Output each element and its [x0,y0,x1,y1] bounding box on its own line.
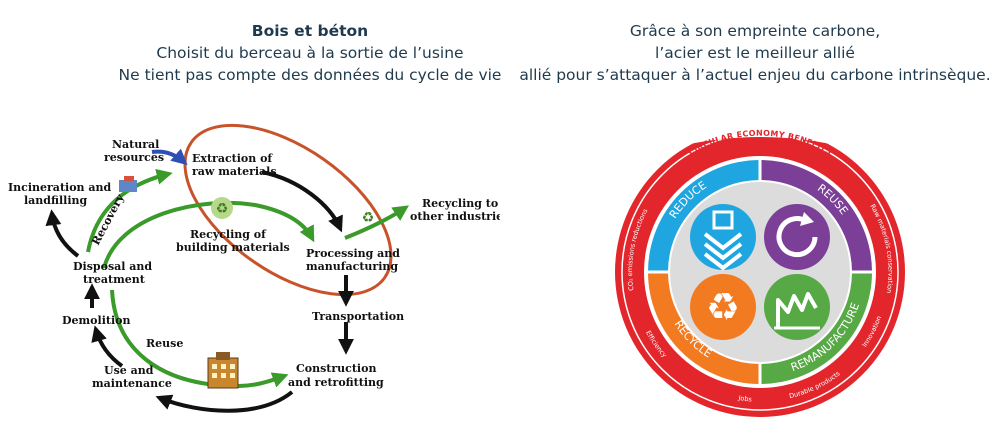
label-construction-1: Construction [296,362,376,375]
arrow-recycling-building [102,200,315,269]
label-extraction-1: Extraction of [192,152,273,165]
remanufacture-band [760,272,872,384]
label-recycling-building-1: Recycling of [190,228,267,241]
reduce-band [648,160,760,272]
label-incineration-2: landfilling [24,194,88,207]
right-header-line2: l’acier est le meilleur allié [655,44,855,62]
reuse-icon [764,204,830,270]
left-header-line1: Choisit du berceau à la sortie de l’usin… [156,44,464,62]
label-incineration-1: Incineration and [8,181,111,194]
label-disposal-2: treatment [83,273,146,286]
label-demolition: Demolition [62,314,130,327]
svg-text:♻: ♻ [362,210,375,226]
remanufacture-icon [764,274,830,340]
inner-disc [670,182,850,362]
label-recycling-other-2: other industries [410,210,500,223]
right-header-line3: allié pour s’attaquer à l’actuel enjeu d… [519,66,991,84]
arrow-recycling-other [344,205,409,240]
building-icon [207,352,239,389]
left-header-title: Bois et béton [251,22,369,40]
right-header: Grâce à son empreinte carbone, l’acier e… [510,20,1000,86]
recycle-band [648,272,760,384]
label-construction-2: and retrofitting [288,376,384,389]
jobs-label: Jobs [737,394,753,404]
svg-text:♻: ♻ [706,285,740,329]
label-recycling-building-2: building materials [176,241,290,254]
left-header-line2: Ne tient pas compte des données du cycle… [118,66,502,84]
label-recycling-other-1: Recycling to [422,197,498,210]
arrow-extraction-processing [261,170,343,233]
left-header: Bois et béton Choisit du berceau à la so… [70,20,550,86]
label-natural-resources-2: resources [104,151,164,164]
arrow-reuse [110,289,289,389]
label-extraction-2: raw materials [192,165,277,178]
recycle-icon: ♻ [211,197,233,219]
waste-bin-icon [119,176,137,192]
reduce-icon [690,204,756,271]
svg-text:♻: ♻ [216,201,229,217]
arrow-construction-use [155,390,294,413]
label-disposal-1: Disposal and [73,260,152,273]
banner-shape [680,123,840,146]
right-header-line1: Grâce à son empreinte carbone, [629,22,881,40]
label-processing-1: Processing and [306,247,400,260]
arrow-recovery [86,168,173,253]
arrow-disposal-incineration [45,209,80,258]
label-transportation: Transportation [312,310,404,323]
reuse-band [760,160,872,272]
arrow-use-demolition [91,325,124,368]
label-natural-resources-1: Natural [112,138,159,151]
recycle-small-icon: ♻ [362,210,375,226]
lifecycle-diagram: ♻ ♻ Natural resources Extraction of raw … [8,123,500,413]
label-reuse: Reuse [146,337,183,350]
label-use-2: maintenance [92,377,172,390]
circular-economy-diagram: CIRCULAR ECONOMY BENEFITS CO₂ emissions … [615,123,905,417]
ellipse-loop [183,123,393,297]
recycle-icon-ce: ♻ [690,274,756,340]
label-use-1: Use and [104,364,154,377]
arrow-natural-resources [151,148,188,166]
label-processing-2: manufacturing [306,260,398,273]
